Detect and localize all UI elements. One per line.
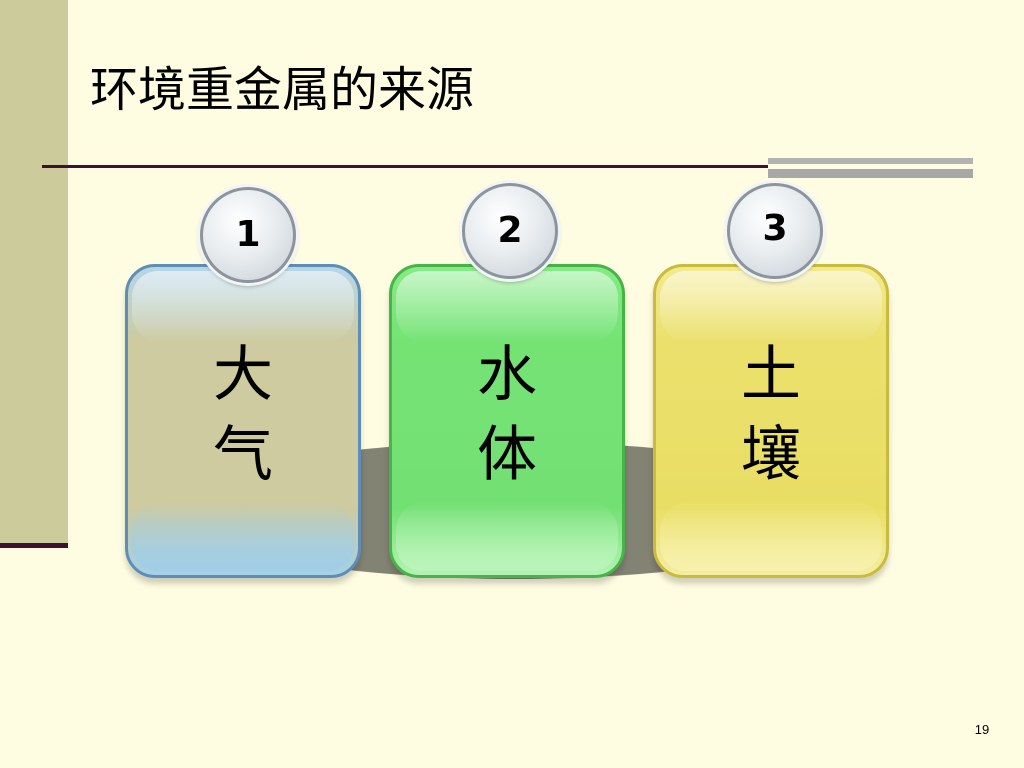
source-label: 大 气 [128, 335, 358, 495]
source-label-line1: 土 [741, 340, 801, 410]
source-card-atmosphere: 大 气 [125, 264, 361, 578]
card-gloss [396, 501, 618, 571]
card-gloss [132, 271, 354, 343]
number-badge-2: 2 [462, 183, 558, 279]
source-card-water: 水 体 [389, 264, 625, 578]
card-gloss [660, 501, 882, 571]
card-gloss [132, 501, 354, 571]
left-sidebar-divider [0, 543, 68, 548]
left-sidebar-bar [0, 0, 68, 543]
number-badge-3: 3 [727, 183, 823, 279]
source-label-line2: 体 [477, 420, 537, 490]
source-label-line2: 壤 [741, 420, 801, 490]
number-badge-1: 1 [200, 187, 296, 283]
title-underline [42, 165, 972, 168]
source-label-line1: 大 [213, 340, 273, 410]
source-label-line1: 水 [477, 340, 537, 410]
source-label: 土 壤 [656, 335, 886, 495]
page-number: 19 [974, 722, 990, 737]
card-gloss [396, 271, 618, 343]
source-label-line2: 气 [213, 420, 273, 490]
card-gloss [660, 271, 882, 343]
title-underline-accent [768, 158, 973, 178]
slide-title: 环境重金属的来源 [90, 62, 475, 118]
source-label: 水 体 [392, 335, 622, 495]
source-card-soil: 土 壤 [653, 264, 889, 578]
